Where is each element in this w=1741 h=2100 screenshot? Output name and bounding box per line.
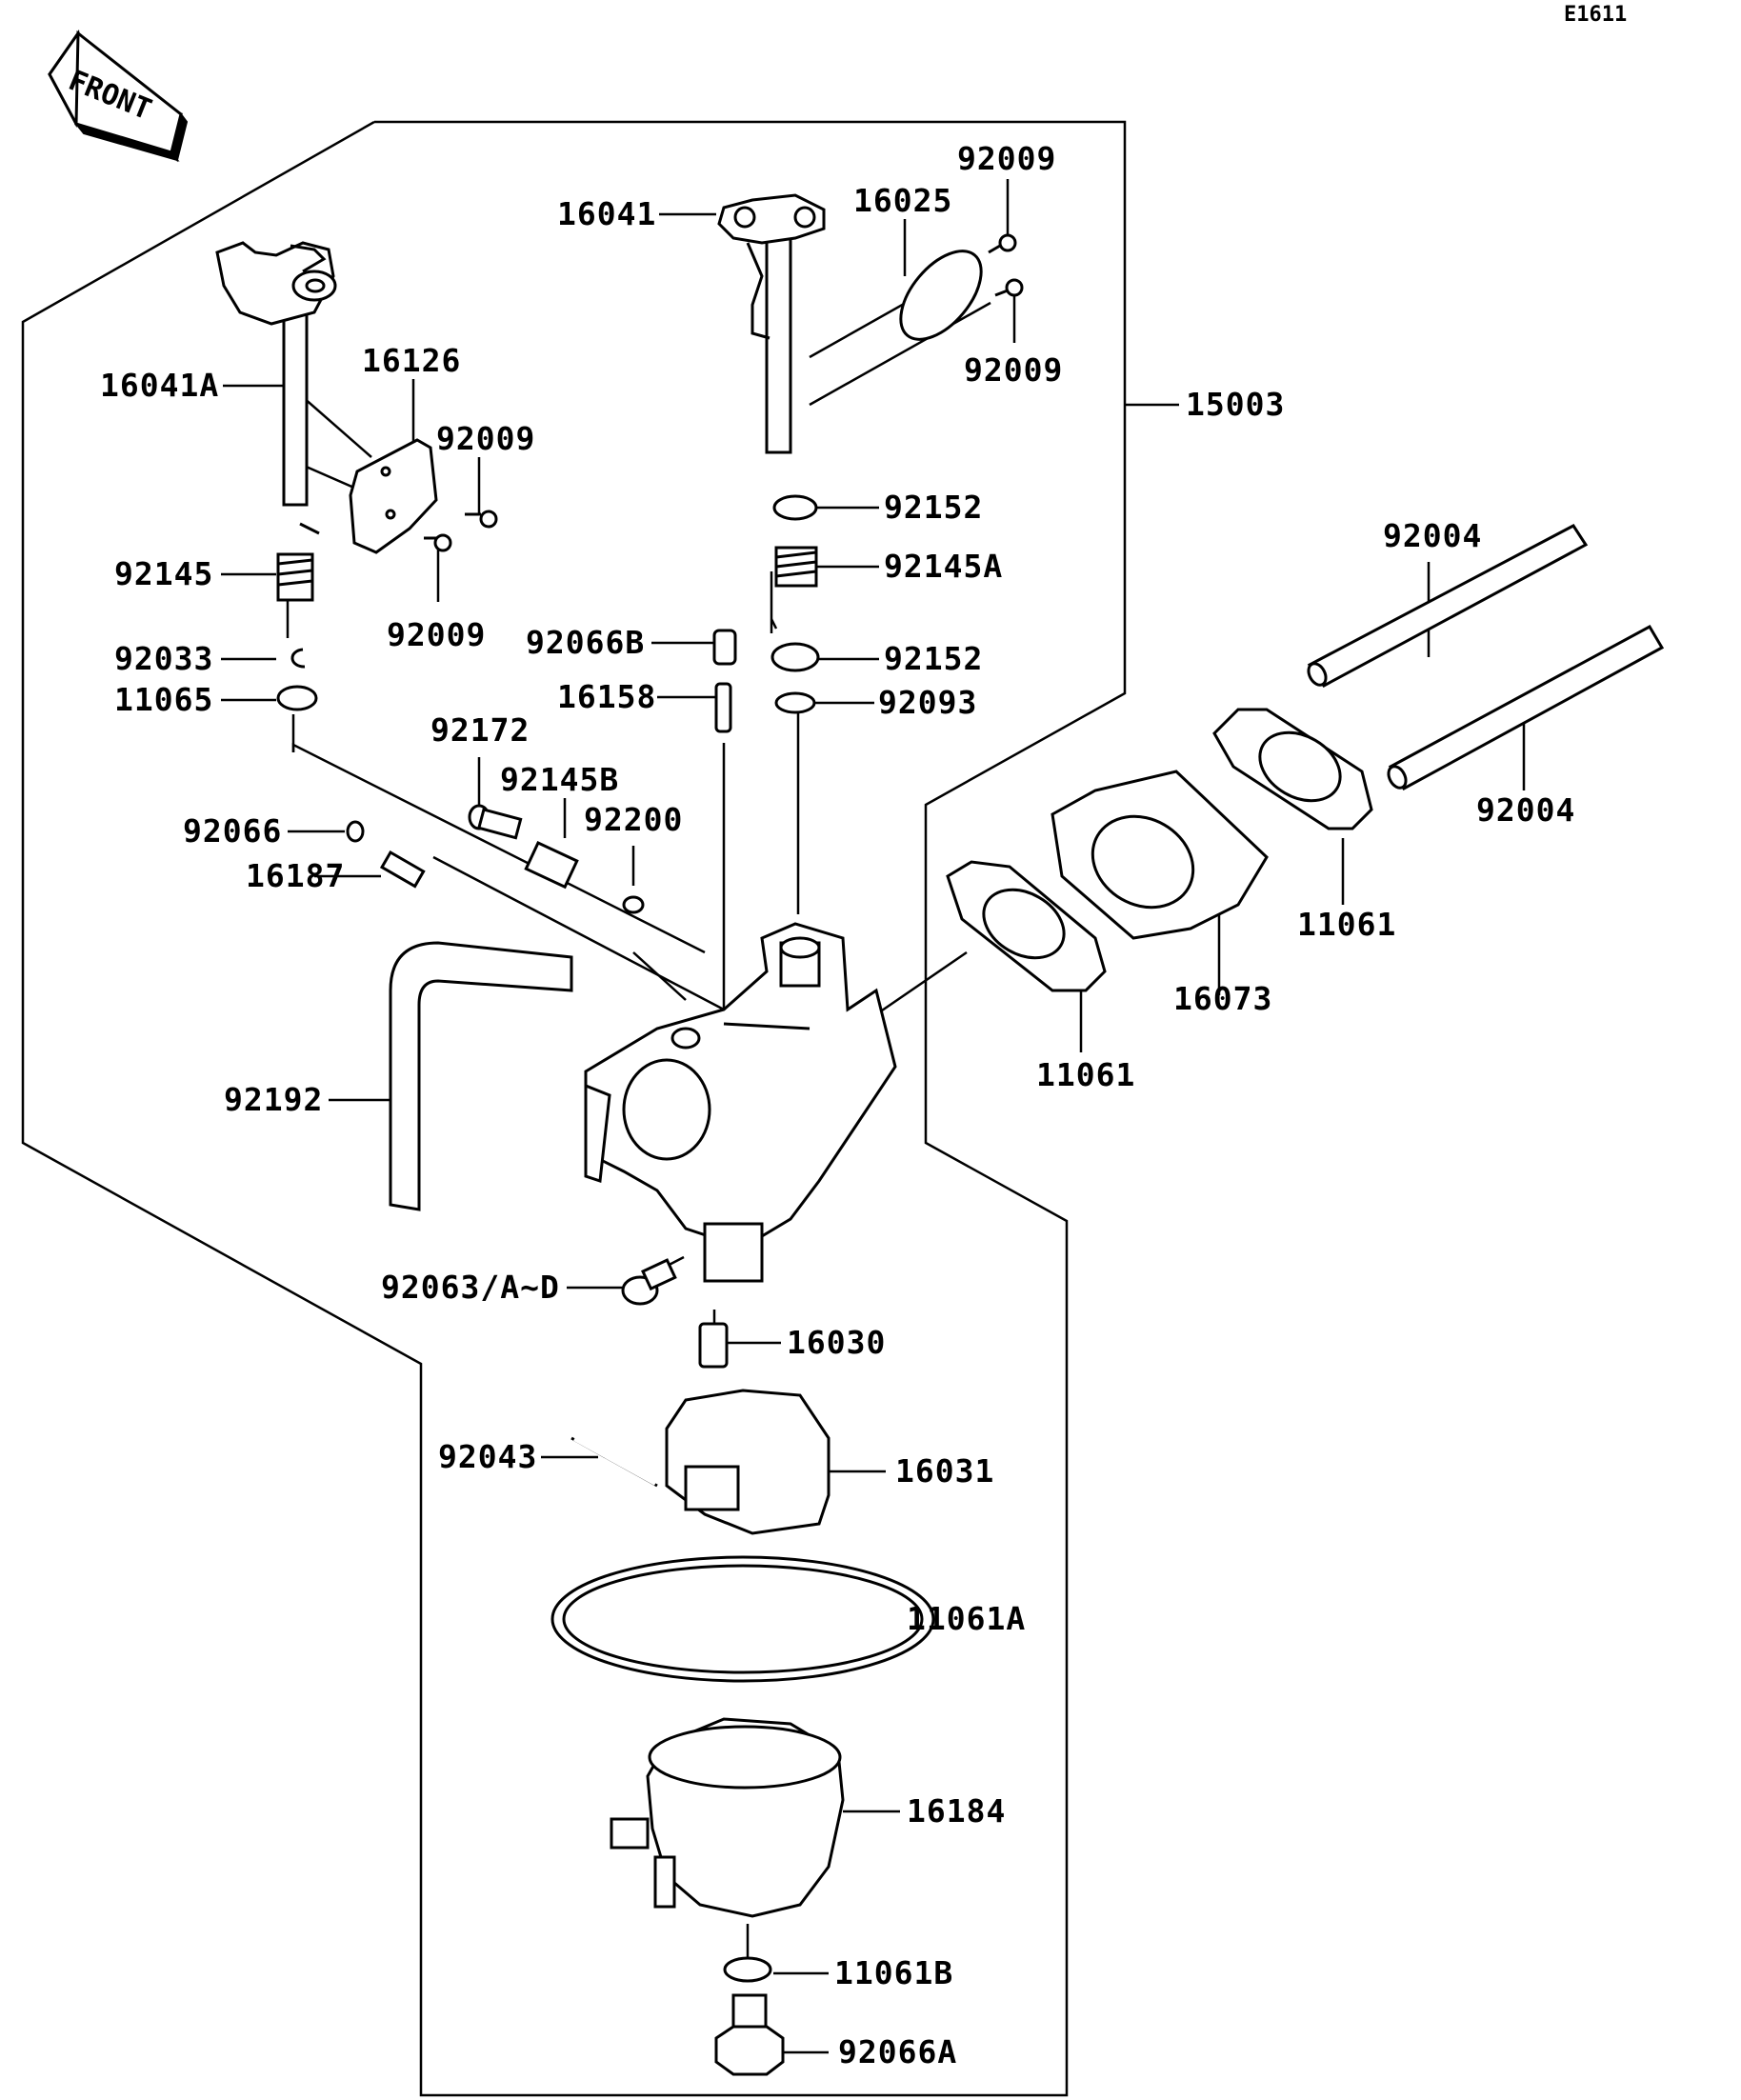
float-needle-16030	[698, 1322, 729, 1369]
part-label-92066B: 92066B	[526, 624, 645, 661]
part-label-92145B: 92145B	[500, 761, 619, 798]
part-label-15003: 15003	[1186, 386, 1285, 423]
bolt-92066A	[714, 1993, 785, 2076]
front-arrow-icon	[48, 29, 189, 163]
stud-92004-b	[1387, 624, 1665, 791]
choke-shaft-16041A	[215, 241, 337, 507]
jet-16158	[714, 682, 732, 733]
part-label-92009-a: 92009	[957, 140, 1056, 177]
screw-92009-a	[988, 233, 1017, 254]
screw-92172	[468, 804, 523, 840]
jet-92066B	[712, 629, 737, 666]
part-label-92066: 92066	[183, 812, 282, 850]
part-label-92152-a: 92152	[884, 489, 983, 526]
part-label-11065: 11065	[114, 681, 213, 718]
part-label-92192: 92192	[224, 1081, 323, 1118]
part-label-92093: 92093	[878, 684, 977, 721]
assembly-boundary	[21, 120, 1127, 2097]
part-label-92043: 92043	[438, 1438, 537, 1475]
part-label-16041: 16041	[557, 195, 656, 232]
part-label-16031: 16031	[895, 1452, 994, 1490]
float-bowl-16184	[610, 1717, 845, 1918]
part-label-92004-a: 92004	[1383, 517, 1482, 554]
part-label-92004-b: 92004	[1476, 791, 1575, 829]
part-label-11061-a: 11061	[1297, 906, 1396, 943]
diagram-code: E1611	[1564, 3, 1627, 27]
stud-92004-a	[1307, 524, 1589, 688]
vent-hose-92192	[389, 941, 573, 1211]
carburetor-body	[584, 922, 897, 1283]
collar-92152-b	[770, 642, 820, 672]
part-label-92009-b: 92009	[964, 351, 1063, 389]
gasket-11061-a	[1212, 708, 1373, 830]
part-label-16184: 16184	[907, 1792, 1006, 1830]
part-label-16073: 16073	[1173, 980, 1272, 1017]
part-label-92145: 92145	[114, 555, 213, 592]
spring-92145	[276, 522, 320, 602]
part-label-92145A: 92145A	[884, 548, 1003, 585]
drain-screw-92063	[621, 1258, 677, 1306]
part-label-92033: 92033	[114, 640, 213, 677]
part-label-16158: 16158	[557, 678, 656, 715]
part-number-labels: 15003 16041 16025 92009 92009 92009 9200…	[100, 140, 1575, 2070]
part-label-92200: 92200	[584, 801, 683, 838]
screw-92009-d	[424, 533, 452, 552]
throttle-shaft-16041	[717, 193, 826, 454]
spring-92145B	[524, 841, 579, 890]
collar-92152-a	[772, 494, 818, 521]
screw-16187	[379, 850, 426, 889]
part-label-92152-b: 92152	[884, 640, 983, 677]
bushing-11065	[276, 685, 318, 711]
part-label-16126: 16126	[362, 342, 461, 379]
part-label-11061A: 11061A	[907, 1600, 1026, 1637]
part-label-92009-c: 92009	[436, 420, 535, 457]
part-label-16187: 16187	[246, 857, 345, 894]
oring-92066	[346, 820, 365, 843]
part-label-16041A: 16041A	[100, 367, 219, 404]
part-label-16025: 16025	[853, 182, 952, 219]
screw-92009-c	[465, 510, 498, 529]
washer-92200	[622, 895, 645, 914]
part-label-92066A: 92066A	[838, 2033, 957, 2070]
part-label-92009-d: 92009	[387, 616, 486, 653]
spring-92145A	[774, 546, 818, 588]
insulator-16073	[1051, 770, 1269, 940]
part-label-11061B: 11061B	[834, 1954, 953, 1991]
choke-plate-16126	[349, 438, 438, 554]
part-label-92172: 92172	[430, 711, 530, 749]
screw-92009-b	[994, 278, 1024, 297]
washer-11061B	[723, 1956, 772, 1983]
oring-11061A	[550, 1555, 935, 1683]
clip-92033	[290, 648, 306, 669]
part-label-92063: 92063/A~D	[381, 1269, 560, 1306]
seal-92093	[774, 691, 816, 714]
part-label-11061-b: 11061	[1036, 1056, 1135, 1093]
float-16031	[665, 1389, 830, 1535]
gasket-11061-b	[946, 860, 1107, 992]
throttle-valve-16025	[899, 250, 983, 341]
part-label-16030: 16030	[787, 1324, 886, 1361]
